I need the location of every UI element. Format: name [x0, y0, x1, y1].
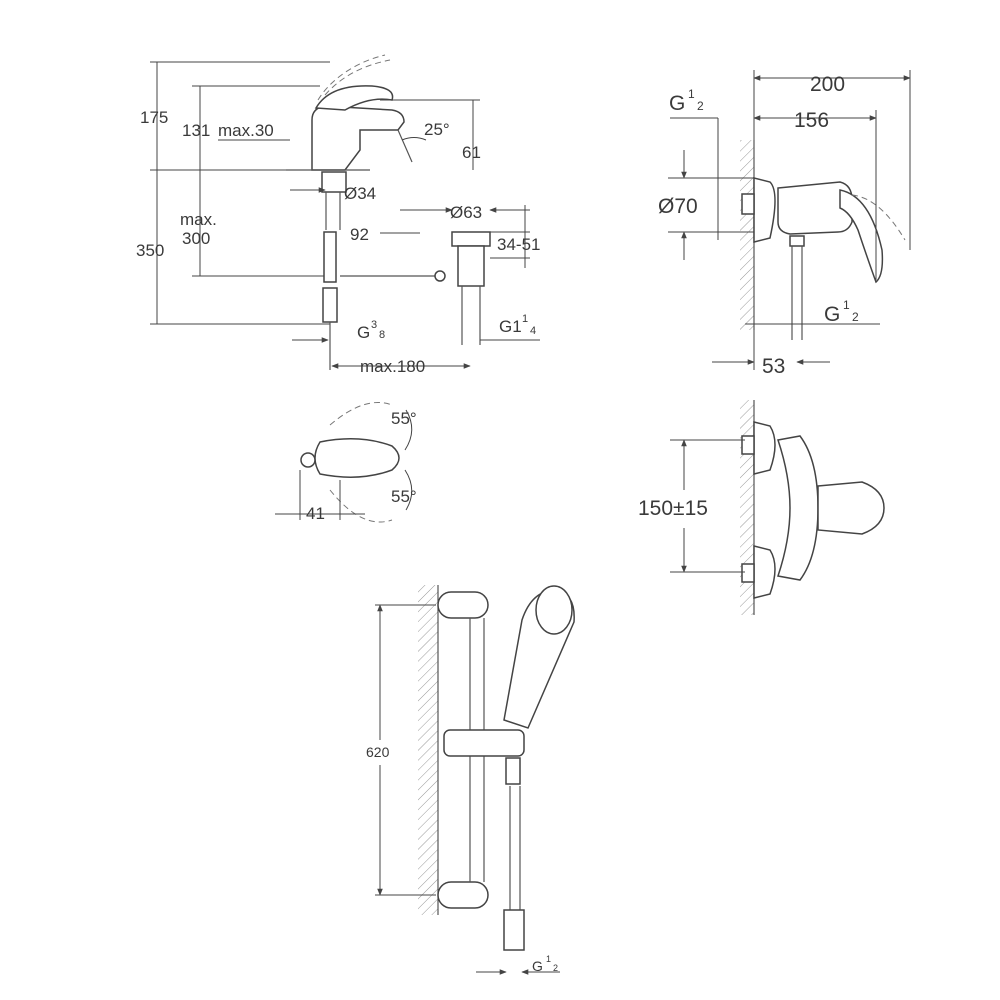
plan-swing-upper: [329, 402, 393, 426]
angle-leg: [397, 129, 413, 163]
label-300: 300: [182, 229, 210, 248]
label-g38-den: 8: [379, 329, 385, 341]
label-g38-num: 3: [371, 319, 377, 331]
label-rail-g-den: 2: [553, 963, 558, 973]
plan-angle-arc-lower: [404, 469, 413, 511]
label-g-bottom: G: [824, 303, 840, 326]
mounting-nut: [321, 171, 347, 193]
waste-flange: [451, 231, 491, 247]
front-mixer-body: [777, 435, 819, 581]
wall-hatch-rail: [418, 585, 438, 915]
rod-pivot: [434, 270, 446, 282]
eccentric-connector: [741, 193, 755, 215]
label-max180: max.180: [360, 357, 425, 376]
label-g1: G1: [499, 317, 522, 336]
plan-swing-lower: [329, 489, 393, 523]
label-g-top-num: 1: [688, 87, 695, 101]
label-53: 53: [762, 355, 785, 378]
label-dia-34: Ø34: [344, 184, 376, 203]
wall-hatch-side: [740, 140, 754, 330]
label-175: 175: [140, 108, 168, 127]
rail-bracket-bottom: [437, 881, 489, 909]
front-mixer-lever: [817, 481, 885, 535]
front-connector-bottom: [741, 563, 755, 583]
label-620: 620: [366, 744, 390, 760]
label-g: G: [357, 323, 370, 342]
label-200: 200: [810, 73, 845, 96]
waste-body: [457, 245, 485, 287]
label-55-bottom: 55°: [391, 487, 417, 506]
plan-angle-arc-upper: [404, 409, 413, 451]
handle-swing-arc-2: [324, 59, 391, 96]
front-flange-bottom: [753, 545, 776, 599]
shower-mixer-body: [777, 181, 853, 235]
label-131: 131: [182, 121, 210, 140]
basin-mixer-elevation: 175 131 max.30 25° 61 Ø34 92 Ø63 max. 30…: [136, 54, 540, 376]
hose-connector: [505, 757, 521, 785]
label-g114-num: 1: [522, 313, 528, 325]
mixer-plan-lever: [314, 438, 400, 478]
label-max: max.: [180, 210, 217, 229]
hose-end-fitting: [503, 909, 525, 951]
flexible-hose-upper: [323, 231, 337, 283]
label-rail-g: G: [532, 958, 543, 974]
shower-outlet: [789, 235, 805, 247]
mixer-body: [311, 105, 405, 171]
label-rail-g-num: 1: [546, 954, 551, 964]
wall-flange: [753, 177, 776, 243]
basin-mixer-plan: 55° 55° 41: [275, 402, 417, 523]
shower-rail-set: 620 G 1 2: [366, 585, 575, 975]
front-flange-top: [753, 421, 776, 475]
label-25-degrees: 25°: [424, 120, 450, 139]
shower-mixer-side: 200 156 G 1 2 Ø70 G 1 2 53: [658, 70, 911, 378]
label-41: 41: [306, 504, 325, 523]
handle-swing-arc: [317, 54, 386, 101]
label-61: 61: [462, 143, 481, 162]
label-350: 350: [136, 241, 164, 260]
label-g-bottom-den: 2: [852, 310, 859, 324]
label-150-15: 150±15: [638, 497, 708, 520]
angle-arc: [401, 137, 427, 141]
label-dia-70: Ø70: [658, 195, 698, 218]
label-92: 92: [350, 225, 369, 244]
label-g-top-den: 2: [697, 99, 704, 113]
label-55-top: 55°: [391, 409, 417, 428]
hand-shower-head: [535, 585, 573, 635]
front-connector-top: [741, 435, 755, 455]
shower-lever-swing: [851, 194, 906, 241]
shower-mixer-front: 150±15: [638, 400, 885, 615]
rail-bracket-top: [437, 591, 489, 619]
label-g-top: G: [669, 92, 685, 115]
label-156: 156: [794, 109, 829, 132]
mixer-lever: [314, 85, 394, 111]
shower-mixer-lever: [839, 189, 884, 284]
flexible-hose-lower: [322, 287, 338, 323]
label-34-51: 34-51: [497, 235, 540, 254]
mixer-plan-pivot: [300, 452, 316, 468]
rail-slider: [443, 729, 525, 757]
label-g-bottom-num: 1: [843, 298, 850, 312]
label-g114-den: 4: [530, 325, 536, 337]
label-dia-63: Ø63: [450, 203, 482, 222]
label-max30: max.30: [218, 121, 274, 140]
